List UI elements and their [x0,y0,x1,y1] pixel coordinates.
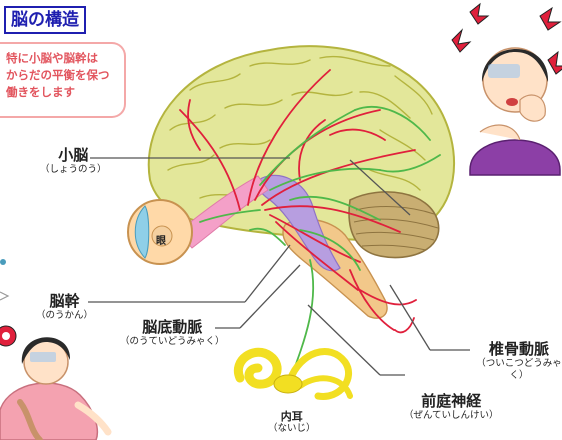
leader-lines [88,157,470,376]
label-inner-ear-main: 内耳 [280,410,303,423]
label-vestibular-nerve: 前庭神経 （ぜんていしんけい） [404,392,499,422]
label-brainstem-main: 脳幹 [49,292,80,310]
note-line-3: 働きをします [6,85,75,99]
optic-nerve [177,175,269,249]
balance-note-box: 特に小脳や脳幹は からだの平衡を保つ 働きをします [0,42,126,118]
label-eye: 眼 [156,236,166,247]
label-cerebellum-reading: （しょうのう） [40,164,107,175]
inner-ear [233,347,353,400]
label-cerebellum-main: 小脳 [58,146,89,164]
label-cerebellum: 小脳 （しょうのう） [40,146,107,176]
page-title: 脳の構造 [4,6,86,34]
eyeball [127,199,193,265]
label-basilar-artery-reading: （のうていどうみゃく） [120,336,225,347]
note-line-1: 特に小脳や脳幹は [6,51,98,65]
cerebellum [348,191,440,259]
label-brainstem: 脳幹 （のうかん） [36,292,93,322]
kneeling-person-illustration [0,337,112,440]
balance-note-text: 特に小脳や脳幹は からだの平衡を保つ 働きをします [6,50,110,101]
label-inner-ear: 内耳 （ないじ） [268,410,316,435]
label-inner-ear-reading: （ないじ） [268,423,316,434]
label-vertebral-artery-reading: （ついこつどうみゃく） [476,358,562,381]
dizzy-person-illustration [451,2,562,176]
label-vertebral-artery-main: 椎骨動脈 [488,340,549,358]
edge-decoration [0,259,17,347]
note-line-2: からだの平衡を保つ [6,68,110,82]
label-vertebral-artery: 椎骨動脈 （ついこつどうみゃく） [476,340,562,382]
label-brainstem-reading: （のうかん） [36,310,94,321]
label-vestibular-nerve-reading: （ぜんていしんけい） [404,410,499,421]
label-basilar-artery: 脳底動脈 （のうていどうみゃく） [120,318,225,348]
label-basilar-artery-main: 脳底動脈 [142,318,203,336]
label-vestibular-nerve-main: 前庭神経 [421,392,482,410]
